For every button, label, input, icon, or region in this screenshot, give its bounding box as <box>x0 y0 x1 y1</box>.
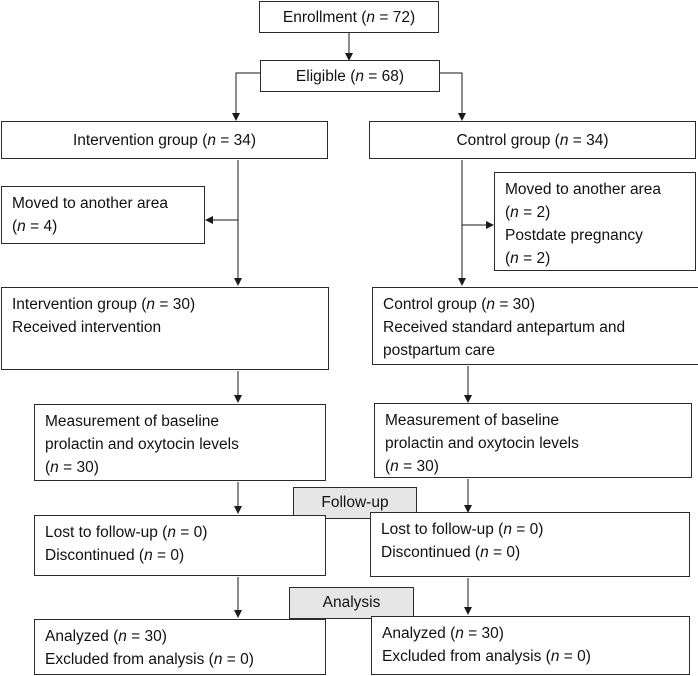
box-text: Eligible (n = 68) <box>296 65 404 88</box>
box-text-line: Moved to another area <box>12 195 168 212</box>
box-text-line: prolactin and oxytocin levels <box>45 436 239 453</box>
box-text-line: (n = 2) <box>505 250 551 267</box>
intervention-followup-box: Lost to follow-up (n = 0) Discontinued (n… <box>34 515 326 576</box>
box-text-line: (n = 2) <box>505 204 551 221</box>
box-text-line: Intervention group (n = 30) <box>12 296 196 313</box>
box-text-line: Moved to another area <box>505 181 661 198</box>
intervention-excluded-box: Moved to another area (n = 4) <box>1 186 205 244</box>
box-text-line: (n = 30) <box>385 458 439 475</box>
box-text-line: Control group (n = 30) <box>383 296 536 313</box>
box-text: Lost to follow-up (n = 0) Discontinued (n… <box>381 518 679 564</box>
box-text: Control group (n = 34) <box>456 129 608 152</box>
box-text-line: Postdate pregnancy <box>505 227 643 244</box>
eligible-box: Eligible (n = 68) <box>260 60 440 92</box>
box-text-line: Measurement of baseline <box>385 412 560 429</box>
box-text-line: Lost to follow-up (n = 0) <box>381 521 544 538</box>
box-text-line: Measurement of baseline <box>45 413 220 430</box>
box-text-line: Enrollment (n = 72) <box>282 8 416 26</box>
control-baseline-box: Measurement of baseline prolactin and oxy… <box>374 403 692 478</box>
box-text: Enrollment (n = 72) <box>283 6 415 29</box>
intervention-baseline-box: Measurement of baseline prolactin and oxy… <box>34 404 326 481</box>
box-text: Analyzed (n = 30) Excluded from analysis … <box>45 625 315 671</box>
box-text-line: Analyzed (n = 30) <box>45 628 167 645</box>
intervention-allocated-box: Intervention group (n = 30) Received inte… <box>1 287 329 370</box>
arrow-eligible-to-intervention <box>232 72 260 121</box>
box-text-line: Intervention group (n = 34) <box>72 131 257 149</box>
box-text-line: Excluded from analysis (n = 0) <box>382 648 591 665</box>
intervention-analysis-box: Analyzed (n = 30) Excluded from analysis … <box>34 619 326 675</box>
box-text-line: Received intervention <box>12 319 162 336</box>
box-text: Moved to another area (n = 4) <box>12 192 194 238</box>
box-text-line: Discontinued (n = 0) <box>381 544 521 561</box>
box-text: Control group (n = 30) Received standard … <box>383 293 688 362</box>
box-text: Intervention group (n = 34) <box>73 129 256 152</box>
enrollment-box: Enrollment (n = 72) <box>259 1 439 33</box>
control-followup-box: Lost to follow-up (n = 0) Discontinued (n… <box>370 512 690 577</box>
arrow-eligible-to-control <box>440 72 466 121</box>
box-text-line: Discontinued (n = 0) <box>45 547 185 564</box>
box-text-line: Lost to follow-up (n = 0) <box>45 524 208 541</box>
box-text: Measurement of baseline prolactin and oxy… <box>45 410 315 479</box>
box-text: Intervention group (n = 30) Received inte… <box>12 293 318 339</box>
box-text-line: Received standard antepartum and <box>383 319 626 336</box>
intervention-group-box: Intervention group (n = 34) <box>1 121 328 159</box>
stage-label-analysis: Analysis <box>289 587 414 619</box>
box-text-line: Excluded from analysis (n = 0) <box>45 651 254 668</box>
box-text-line: postpartum care <box>383 342 495 359</box>
box-text: Lost to follow-up (n = 0) Discontinued (n… <box>45 521 315 567</box>
control-analysis-box: Analyzed (n = 30) Excluded from analysis … <box>371 616 690 675</box>
box-text-line: Control group (n = 34) <box>456 131 609 149</box>
control-allocated-box: Control group (n = 30) Received standard … <box>372 287 698 365</box>
box-text: Moved to another area (n = 2) Postdate pre… <box>505 178 685 270</box>
box-text: Analyzed (n = 30) Excluded from analysis … <box>382 622 679 668</box>
box-text-line: (n = 30) <box>45 459 99 476</box>
box-text-line: (n = 4) <box>12 218 58 235</box>
box-text: Measurement of baseline prolactin and oxy… <box>385 409 681 478</box>
control-group-box: Control group (n = 34) <box>369 121 696 159</box>
box-text-line: Eligible (n = 68) <box>295 67 405 85</box>
box-text-line: prolactin and oxytocin levels <box>385 435 579 452</box>
box-text-line: Analyzed (n = 30) <box>382 625 504 642</box>
control-excluded-box: Moved to another area (n = 2) Postdate pre… <box>494 172 696 271</box>
